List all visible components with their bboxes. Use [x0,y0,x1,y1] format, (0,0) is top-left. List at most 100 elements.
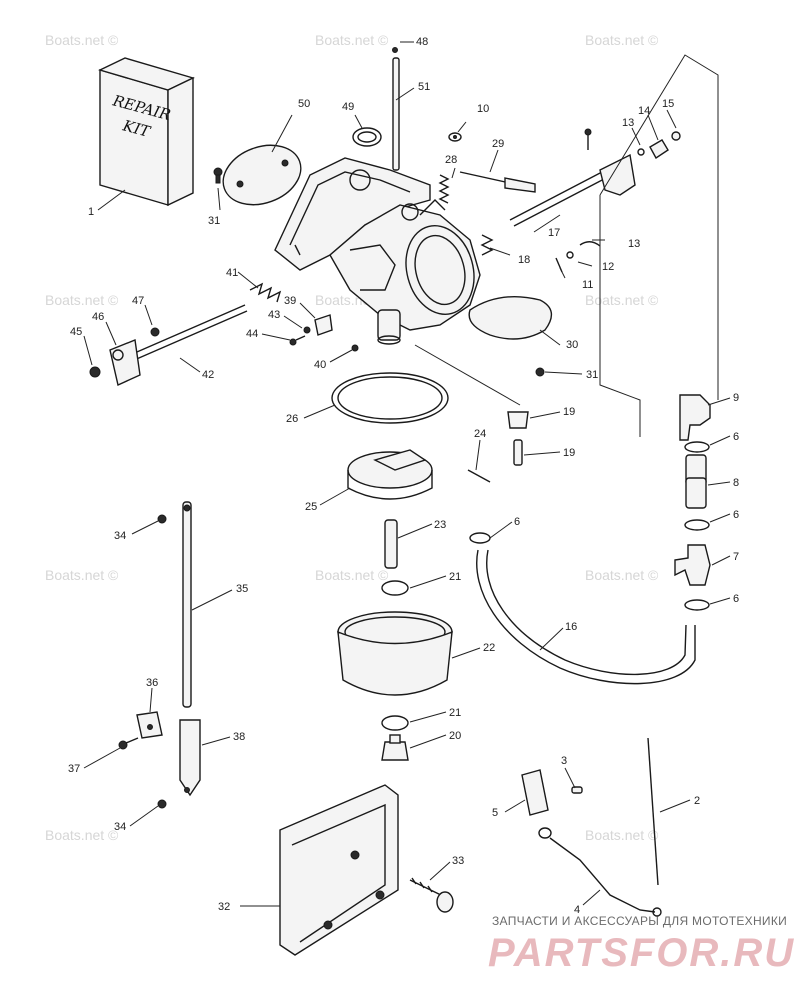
callout-18: 18 [518,254,530,266]
callout-6: 6 [733,431,739,443]
logo-name: PARTSFOR.RU [488,931,795,975]
callout-37: 37 [68,763,80,775]
callout-34: 34 [114,530,126,542]
carburetor-body [274,157,481,345]
watermark: Boats.net © [45,567,119,583]
fuel-fittings-right [674,394,711,611]
callout-4: 4 [574,904,580,916]
adjust-screw-29 [459,171,536,193]
callout-22: 22 [483,642,495,654]
gasket-30 [468,295,553,340]
clamp-6-left [469,532,491,544]
callout-16: 16 [565,621,577,633]
callout-13: 13 [628,238,640,250]
callout-9: 9 [733,392,739,404]
screw-37 [118,737,139,750]
callout-35: 35 [236,583,248,595]
callout-26: 26 [286,413,298,425]
cover-plate [222,144,302,206]
spring-18 [480,234,494,256]
callout-3: 3 [561,755,567,767]
nut-34-bottom [157,799,167,809]
linkage-42 [109,304,248,386]
callout-36: 36 [146,677,158,689]
callout-42: 42 [202,369,214,381]
callout-10: 10 [477,103,489,115]
callout-24: 24 [474,428,486,440]
clip-parts-11-12-13 [555,241,601,273]
logo-subtitle: ЗАПЧАСТИ И АКСЕССУАРЫ ДЛЯ МОТОТЕХНИКИ [492,914,787,928]
callout-32: 32 [218,901,230,913]
spring-41 [249,282,282,303]
fuel-hose-16 [476,549,696,685]
callout-15: 15 [662,98,674,110]
callout-29: 29 [492,138,504,150]
callout-39: 39 [284,295,296,307]
rod-2 [647,737,659,886]
nut-34-top [157,514,167,524]
float-25 [347,449,433,500]
throttle-stop-rod [392,47,400,171]
watermark: Boats.net © [585,292,659,308]
link-rod-35 [179,501,201,797]
parts-13-14-15 [637,131,681,160]
callout-6: 6 [733,509,739,521]
washer-10 [448,132,462,142]
callout-2: 2 [694,795,700,807]
spring-28 [438,174,450,204]
repair-kit-box: REPAIR KIT [98,57,195,207]
fuel-hose-16-inner [486,549,687,676]
callout-labels: 48 51 50 49 10 29 28 13 14 15 1 31 17 18… [68,36,739,916]
callout-41: 41 [226,267,238,279]
callout-14: 14 [638,105,650,117]
callout-25: 25 [305,501,317,513]
o-ring-49 [352,127,382,147]
parts-39-40-43-44 [289,314,359,352]
washer-21-top [381,580,409,596]
watermark: Boats.net © [315,32,389,48]
callout-19: 19 [563,406,575,418]
callout-33: 33 [452,855,464,867]
callout-6: 6 [733,593,739,605]
callout-6: 6 [514,516,520,528]
callout-43: 43 [268,309,280,321]
air-filter-cover-32 [279,784,399,956]
watermark: Boats.net © [45,32,119,48]
bolt-33 [409,877,454,913]
partsfor-logo: ЗАПЧАСТИ И АКСЕССУАРЫ ДЛЯ МОТОТЕХНИКИ PA… [488,914,795,975]
callout-44: 44 [246,328,258,340]
callout-8: 8 [733,477,739,489]
throttle-shaft-17 [509,128,636,227]
float-bowl-gasket-26 [331,372,449,424]
fitting-19 [507,411,529,466]
leader-lines [83,41,731,907]
callout-19: 19 [563,447,575,459]
callout-31: 31 [586,369,598,381]
callout-34: 34 [114,821,126,833]
callout-31: 31 [208,215,220,227]
callout-49: 49 [342,101,354,113]
callout-5: 5 [492,807,498,819]
callout-28: 28 [445,154,457,166]
watermark: Boats.net © [45,292,119,308]
screw-31-mid [535,367,545,377]
callout-48: 48 [416,36,428,48]
drain-plug-20 [381,734,409,761]
dash-lines [414,54,719,437]
callout-21: 21 [449,571,461,583]
callout-40: 40 [314,359,326,371]
watermark: Boats.net © [585,32,659,48]
bracket-36 [136,711,163,739]
callout-46: 46 [92,311,104,323]
callout-30: 30 [566,339,578,351]
float-pin-24 [467,469,491,483]
watermark: Boats.net © [45,827,119,843]
callout-38: 38 [233,731,245,743]
watermark: Boats.net © [585,827,659,843]
callout-7: 7 [733,551,739,563]
callout-51: 51 [418,81,430,93]
callout-45: 45 [70,326,82,338]
callout-13: 13 [622,117,634,129]
screws-45-46-47 [89,327,160,378]
